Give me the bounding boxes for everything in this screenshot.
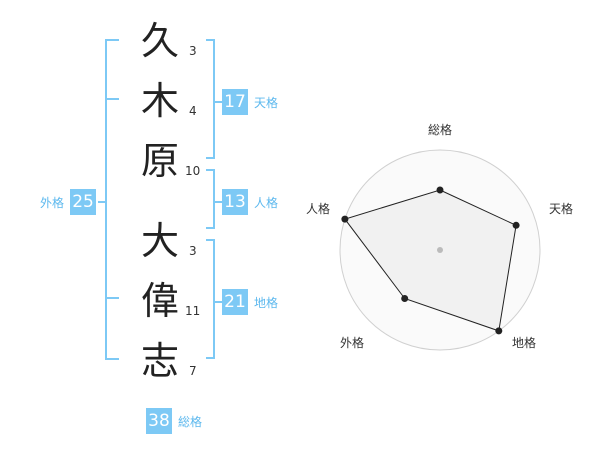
tenkaku-label: 天格: [254, 95, 279, 110]
tenkaku-bracket: [206, 39, 215, 159]
name-char-2: 木: [140, 79, 179, 123]
gaikaku-value: 25: [70, 189, 97, 215]
jinkaku-badge: 13 人格: [222, 189, 278, 215]
soukaku-badge: 38 総格: [146, 408, 202, 434]
radar-point-3: [401, 295, 409, 302]
name-char-5: 偉: [140, 279, 179, 323]
stroke-count-6: 7: [189, 364, 197, 378]
gaikaku-badge: 外格 25: [40, 189, 97, 215]
stroke-count-4: 3: [189, 244, 197, 258]
chikaku-label: 地格: [254, 295, 279, 310]
radar-label-gaikaku: 外格: [340, 335, 364, 350]
jinkaku-label: 人格: [254, 195, 279, 210]
gaikaku-bracket: [105, 39, 119, 360]
radar-label-chikaku: 地格: [512, 335, 536, 350]
chikaku-badge: 21 地格: [222, 289, 278, 315]
chikaku-bracket: [206, 239, 215, 359]
radar-label-jinkaku: 人格: [306, 201, 330, 216]
soukaku-value: 38: [146, 408, 172, 434]
stroke-count-1: 3: [189, 44, 197, 58]
chikaku-value: 21: [222, 289, 248, 315]
gaikaku-label: 外格: [40, 195, 65, 210]
tenkaku-value: 17: [222, 89, 248, 115]
radar-point-1: [512, 221, 520, 229]
radar-label-tenkaku: 天格: [549, 201, 573, 216]
name-char-3: 原: [140, 139, 179, 183]
name-char-6: 志: [140, 339, 179, 383]
name-char-1: 久: [140, 19, 179, 63]
radar-point-4: [341, 215, 349, 223]
tenkaku-badge: 17 天格: [222, 89, 278, 115]
radar-label-soukaku: 総格: [428, 122, 452, 137]
radar-points: [341, 186, 520, 335]
name-char-4: 大: [140, 219, 179, 263]
jinkaku-value: 13: [222, 189, 248, 215]
radar-score-polygon: [344, 189, 517, 332]
stroke-count-3: 10: [185, 164, 201, 178]
jinkaku-bracket: [206, 169, 215, 229]
radar-point-2: [495, 327, 503, 335]
radar-center-dot: [437, 247, 443, 253]
radar-point-0: [436, 186, 444, 194]
stroke-count-5: 11: [185, 304, 201, 318]
soukaku-label: 総格: [178, 414, 203, 429]
stroke-count-2: 4: [189, 104, 197, 118]
